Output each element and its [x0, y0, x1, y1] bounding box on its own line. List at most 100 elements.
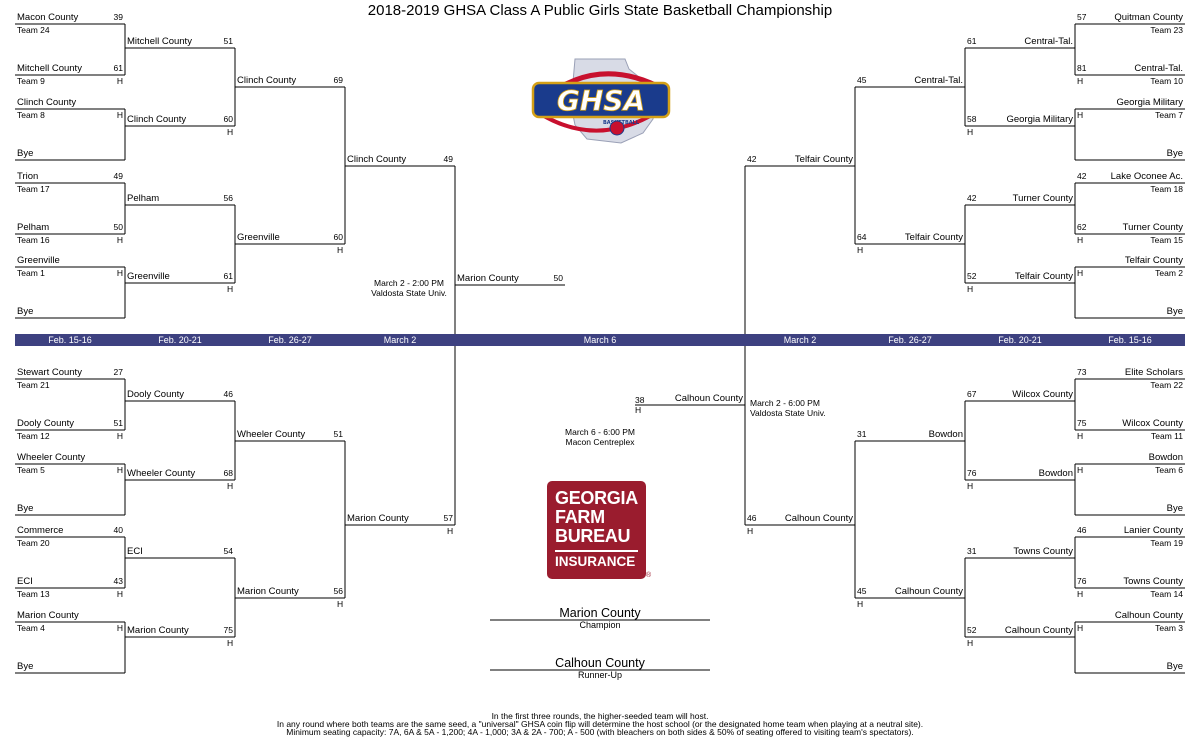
team-score: 46	[1077, 525, 1087, 535]
team-name: Bowdon	[1148, 452, 1183, 463]
team-score: 52	[967, 271, 977, 281]
team-name: Bye	[1166, 306, 1183, 317]
home-marker: H	[1077, 623, 1084, 633]
home-marker: H	[227, 127, 234, 137]
team-score: 76	[1077, 576, 1087, 586]
team-name: Calhoun County	[1114, 610, 1183, 621]
semifinal-right-info: March 2 - 6:00 PM Valdosta State Univ.	[750, 398, 840, 418]
ghsa-logo: GHSA BASKETBALL	[525, 55, 675, 152]
team-score: 39	[113, 12, 123, 22]
team-name: Greenville	[17, 255, 60, 266]
team-name: Towns County	[1013, 546, 1073, 557]
team-score: 58	[967, 114, 977, 124]
team-seed: Team 1	[17, 268, 45, 278]
team-name: Quitman County	[1114, 12, 1183, 23]
team-score: 75	[1077, 418, 1087, 428]
team-name: Wheeler County	[17, 452, 86, 463]
semifinal-right-date: March 2 - 6:00 PM	[750, 398, 820, 408]
team-seed: Team 17	[17, 184, 50, 194]
home-marker: H	[967, 127, 974, 137]
team-score: 54	[223, 546, 233, 556]
team-name: Mitchell County	[127, 36, 192, 47]
home-marker: H	[1077, 268, 1084, 278]
team-name: Telfair County	[904, 232, 963, 243]
team-name: Bye	[1166, 503, 1183, 514]
team-score: 42	[747, 154, 757, 164]
team-seed: Team 15	[1150, 235, 1183, 245]
team-name: Dooly County	[127, 389, 185, 400]
home-marker: H	[227, 481, 234, 491]
team-seed: Team 8	[17, 110, 45, 120]
home-marker: H	[1077, 465, 1084, 475]
team-seed: Team 9	[17, 76, 45, 86]
footer-line: Minimum seating capacity: 7A, 6A & 5A - …	[286, 727, 914, 737]
runner-up-name: Calhoun County	[555, 656, 645, 670]
team-name: Towns County	[1123, 576, 1183, 587]
team-name: Pelham	[127, 193, 160, 204]
team-name: Telfair County	[1124, 255, 1183, 266]
round-date-label: March 2	[383, 335, 417, 345]
team-score: 40	[113, 525, 123, 535]
team-score: 31	[857, 429, 867, 439]
home-marker: H	[116, 110, 123, 120]
team-name: Wilcox County	[1012, 389, 1073, 400]
ghsa-logo-text: GHSA	[557, 84, 645, 117]
home-marker: H	[116, 235, 123, 245]
team-name: ECI	[127, 546, 143, 557]
team-seed: Team 13	[17, 589, 50, 599]
round-date-label: Feb. 15-16	[1108, 335, 1152, 345]
team-seed: Team 14	[1150, 589, 1183, 599]
team-score: 61	[223, 271, 233, 281]
team-score: 49	[113, 171, 123, 181]
home-marker: H	[116, 589, 123, 599]
sponsor-line-3: BUREAU	[555, 526, 631, 546]
home-marker: H	[227, 284, 234, 294]
team-score: 52	[967, 625, 977, 635]
team-seed: Team 7	[1155, 110, 1183, 120]
team-score: 31	[967, 546, 977, 556]
team-seed: Team 22	[1150, 380, 1183, 390]
team-score: 49	[443, 154, 453, 164]
team-name: Marion County	[347, 513, 409, 524]
team-score: 46	[223, 389, 233, 399]
team-name: ECI	[17, 576, 33, 587]
finalist-name: Marion County	[457, 273, 519, 284]
team-score: 51	[113, 418, 123, 428]
home-marker: H	[1077, 589, 1084, 599]
team-name: Marion County	[17, 610, 79, 621]
team-name: Bye	[17, 306, 34, 317]
team-score: 62	[1077, 222, 1087, 232]
team-score: 61	[113, 63, 123, 73]
team-name: Bowdon	[1038, 468, 1073, 479]
home-marker: H	[967, 638, 974, 648]
team-seed: Team 6	[1155, 465, 1183, 475]
final-venue: Macon Centreplex	[565, 437, 635, 447]
team-score: 45	[857, 75, 867, 85]
team-seed: Team 5	[17, 465, 45, 475]
team-score: 51	[223, 36, 233, 46]
home-marker: H	[116, 623, 123, 633]
team-score: 67	[967, 389, 977, 399]
team-name: Clinch County	[347, 154, 407, 165]
team-score: 57	[1077, 12, 1087, 22]
team-score: 42	[1077, 171, 1087, 181]
team-score: 43	[113, 576, 123, 586]
team-name: Bye	[1166, 661, 1183, 672]
finalist-score: 50	[553, 273, 563, 283]
semifinal-right-venue: Valdosta State Univ.	[750, 408, 826, 418]
team-name: Telfair County	[794, 154, 853, 165]
round-date-label: Feb. 26-27	[268, 335, 312, 345]
footer-line: In the first three rounds, the higher-se…	[491, 711, 709, 721]
team-score: 81	[1077, 63, 1087, 73]
team-seed: Team 20	[17, 538, 50, 548]
team-name: Elite Scholars	[1124, 367, 1183, 378]
home-marker: H	[857, 245, 864, 255]
home-marker: H	[337, 245, 344, 255]
home-marker: H	[1077, 110, 1084, 120]
round-date-label: March 6	[583, 335, 617, 345]
home-marker: H	[1077, 235, 1084, 245]
home-marker: H	[116, 76, 123, 86]
semifinal-left-info: March 2 - 2:00 PM Valdosta State Univ.	[362, 278, 456, 298]
sponsor-line-2: FARM	[555, 507, 605, 527]
registered-mark: ®	[646, 572, 652, 579]
